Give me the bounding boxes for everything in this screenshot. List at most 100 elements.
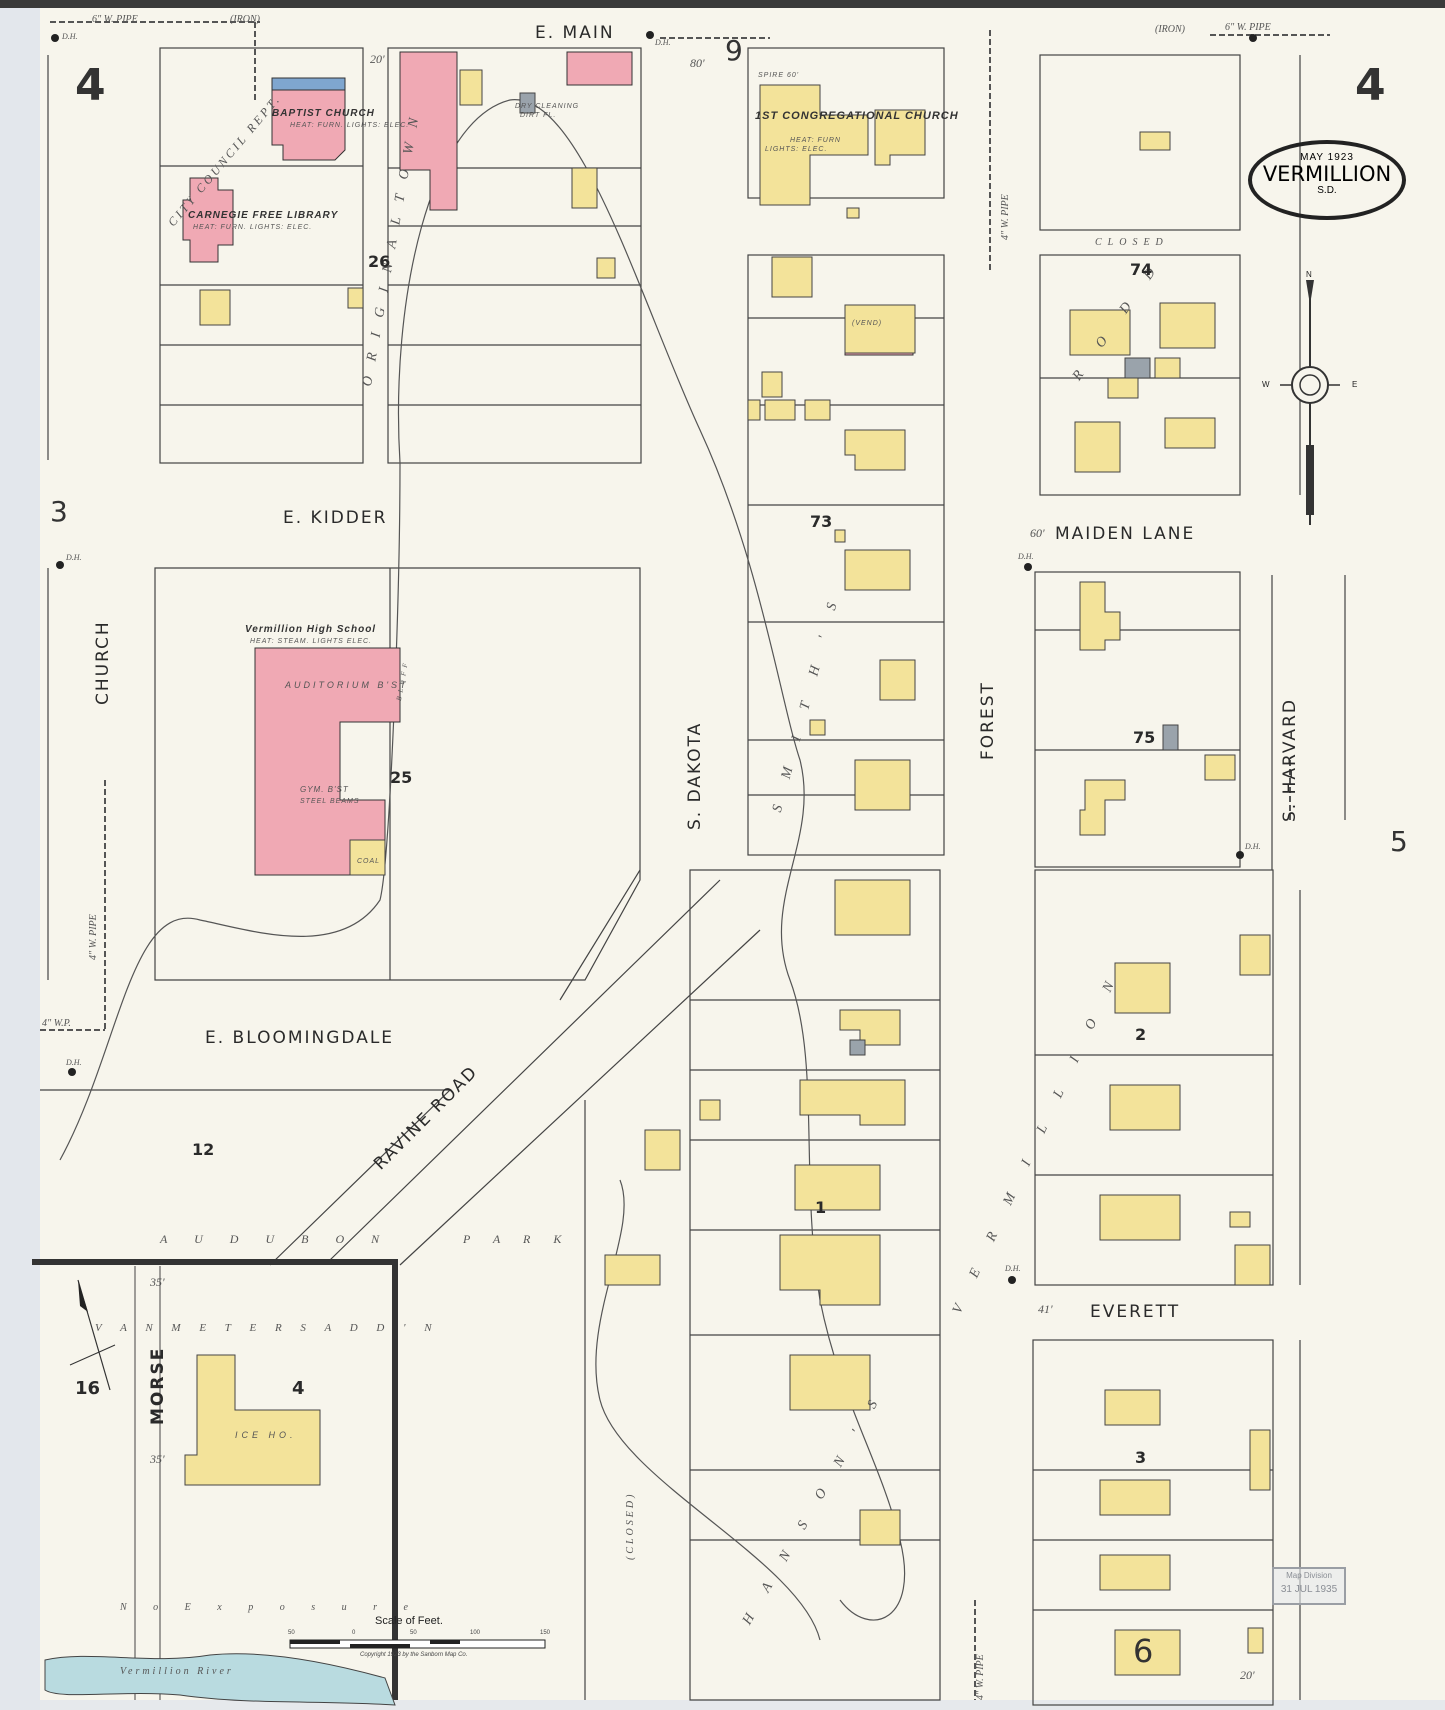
- scale-tick-50-left: 50: [288, 1630, 295, 1636]
- congregational-church: [759, 84, 869, 206]
- hydrant-label-harvard: D.H.: [1245, 842, 1261, 851]
- compass-e: E: [1352, 380, 1358, 389]
- ice-house-label: ICE HO.: [235, 1430, 297, 1440]
- block-2: [1034, 869, 1274, 1286]
- no-exposure-label: N o E x p o s u r e: [120, 1602, 420, 1613]
- compass-w: W: [1262, 380, 1270, 389]
- block-3: [1032, 1339, 1274, 1706]
- van-meters-boundary: [32, 1259, 398, 1700]
- city-name: VERMILLION: [1262, 162, 1392, 186]
- street-e-bloomingdale: E. BLOOMINGDALE: [205, 1028, 395, 1048]
- width-morse-s: 35': [150, 1452, 165, 1466]
- street-s-harvard: S. HARVARD: [1280, 698, 1300, 822]
- adjacent-sheet-9: 9: [725, 34, 743, 67]
- width-maiden: 60': [1030, 526, 1045, 540]
- street-morse: MORSE: [148, 1346, 168, 1425]
- scan-top-edge: [0, 0, 1445, 8]
- block-26-west: [159, 47, 364, 464]
- baptist-church-label: BAPTIST CHURCH: [272, 108, 375, 119]
- hydrant-label-everett: D.H.: [1005, 1264, 1021, 1273]
- vend-label: (VEND): [852, 320, 883, 327]
- street-church: CHURCH: [93, 620, 113, 705]
- scale-tick-50: 50: [410, 1630, 417, 1636]
- map-date: MAY 1923: [1300, 152, 1354, 163]
- water-pipe-label-nw: 6" W. PIPE: [92, 14, 138, 25]
- stamp-line-1: Map Division: [1286, 1571, 1332, 1580]
- block-number-75: 75: [1133, 728, 1156, 747]
- water-pipe-label-forest: 4" W. PIPE: [1000, 194, 1011, 240]
- congregational-church-detail-2: LIGHTS: ELEC.: [765, 146, 828, 153]
- block-number-74: 74: [1130, 260, 1153, 279]
- hydrant-label-main: D.H.: [655, 38, 671, 47]
- hydrant-label-bloomingdale: D.H.: [66, 1058, 82, 1067]
- store-113-115: [399, 51, 458, 211]
- block-73: [747, 254, 945, 856]
- block-number-4: 4: [292, 1378, 305, 1399]
- gym-detail: STEEL BEAMS: [300, 798, 360, 805]
- block-number-26: 26: [368, 252, 391, 271]
- state-name: S.D.: [1317, 185, 1337, 196]
- title-cartouche: MAY 1923 VERMILLION S.D.: [1248, 140, 1406, 220]
- street-e-main: E. MAIN: [535, 23, 615, 43]
- audubon-label: A U D U B O N: [160, 1232, 392, 1246]
- iron-pipe-label-ne: (IRON): [1155, 24, 1185, 35]
- adjacent-sheet-5: 5: [1390, 825, 1408, 858]
- block-number-1: 1: [815, 1198, 827, 1217]
- copyright: Copyright 1923 by the Sanborn Map Co.: [360, 1652, 468, 1658]
- scan-margin: [0, 0, 40, 1710]
- block-74: [1039, 254, 1241, 496]
- archive-stamp: Map Division 31 JUL 1935: [1272, 1567, 1346, 1605]
- block-number-2: 2: [1135, 1025, 1147, 1044]
- adjacent-sheet-6: 6: [1133, 1632, 1154, 1670]
- block-1: [689, 869, 941, 1701]
- street-maiden-lane: MAIDEN LANE: [1055, 524, 1196, 544]
- hydrant-label-kidder: D.H.: [66, 553, 82, 562]
- vermillion-high-school: [254, 647, 401, 876]
- dry-cleaning-detail: DIRT FL.: [520, 112, 557, 119]
- block-number-3: 3: [1135, 1448, 1147, 1467]
- width-alley-s: 20': [1240, 1668, 1255, 1682]
- width-main: 80': [690, 56, 705, 70]
- street-everett: EVERETT: [1090, 1302, 1181, 1322]
- closed-lane-label: CLOSED: [1095, 237, 1169, 248]
- block-number-73: 73: [810, 512, 833, 531]
- congregational-church-label: 1ST CONGREGATIONAL CHURCH: [755, 110, 959, 122]
- park-label: P A R K: [463, 1232, 572, 1246]
- dry-cleaning-label: DRY CLEANING: [515, 103, 580, 110]
- store-125: [566, 51, 633, 86]
- block-75: [1034, 571, 1241, 868]
- high-school-label: Vermillion High School: [245, 624, 377, 635]
- coal-label: COAL: [357, 858, 381, 865]
- scale-tick-150: 150: [540, 1630, 551, 1636]
- street-s-dakota: S. DAKOTA: [685, 721, 705, 830]
- adjacent-sheet-3: 3: [50, 495, 68, 528]
- vermillion-river: [44, 1653, 396, 1706]
- block-26-east: [387, 47, 642, 464]
- closed-alley-label: (CLOSED): [625, 1491, 636, 1560]
- hydrant-label-maiden: D.H.: [1018, 552, 1034, 561]
- width-alley-n: 20': [370, 52, 385, 66]
- stamp-line-2: 31 JUL 1935: [1280, 1584, 1338, 1595]
- adjacent-sheet-16: 16: [75, 1378, 101, 1399]
- river-label: Vermillion River: [120, 1666, 234, 1677]
- sheet-number-right: 4: [1355, 60, 1386, 111]
- congregational-church-detail: HEAT: FURN: [790, 137, 841, 144]
- block-number-25: 25: [390, 768, 413, 787]
- hydrant-label-nw: D.H.: [62, 32, 78, 41]
- iron-pipe-label-nw: (IRON): [230, 14, 260, 25]
- compass-rose: [1280, 280, 1340, 525]
- ice-house: [184, 1354, 321, 1486]
- scale-tick-0: 0: [352, 1630, 356, 1636]
- street-forest: FOREST: [978, 681, 998, 760]
- scale-bar: [289, 1639, 546, 1649]
- block-9-north: [747, 47, 945, 199]
- block-25: [154, 567, 641, 981]
- water-pipe-label-church: 4" W. PIPE: [88, 914, 99, 960]
- street-e-kidder: E. KIDDER: [283, 508, 388, 528]
- gym-label: GYM. B'ST: [300, 785, 349, 794]
- baptist-church-stone: [271, 77, 346, 91]
- width-morse-n: 35': [150, 1275, 165, 1289]
- width-everett: 41': [1038, 1302, 1053, 1316]
- high-school-detail: HEAT: STEAM. LIGHTS ELEC.: [250, 638, 372, 645]
